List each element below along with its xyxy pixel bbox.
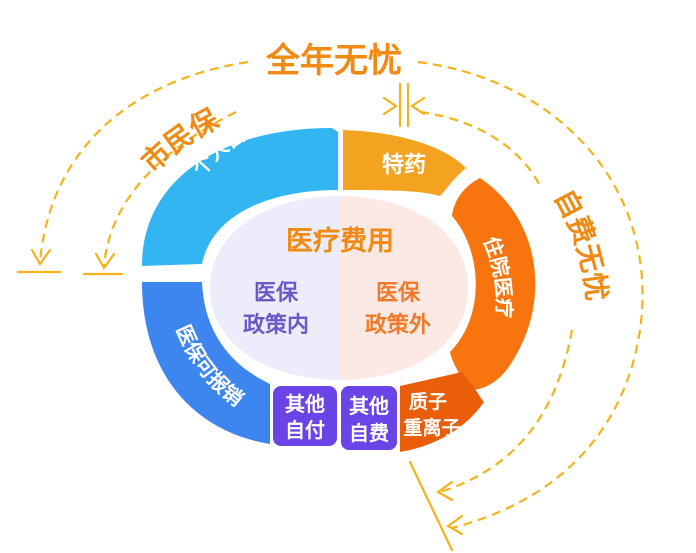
year-round-arc-left	[38, 60, 249, 263]
self-pay-arc-lower	[439, 329, 574, 494]
segment-personal-self-pay	[142, 128, 338, 266]
bottom-diagonal-line	[408, 460, 454, 552]
arrow-marks	[16, 82, 464, 552]
other-self-pay-label-2: 自付	[285, 418, 325, 442]
year-round-label: 全年无忧	[265, 41, 402, 81]
inside-policy-label-2: 政策内	[243, 312, 309, 338]
special-drugs-label: 特药	[382, 152, 426, 178]
self-pay-free-label: 自费无忧	[548, 184, 614, 303]
outer-dashed-arcs	[38, 60, 644, 530]
outside-policy-label-2: 政策外	[365, 312, 431, 338]
arrow-bottom-inner	[435, 480, 454, 502]
proton-label-1: 质子	[409, 391, 447, 413]
arrow-left-outer	[30, 248, 52, 267]
inner-outside-policy	[340, 196, 468, 380]
city-insurance-arc	[102, 111, 237, 267]
arrow-top-left	[382, 96, 398, 116]
self-pay-arc-upper	[419, 110, 541, 187]
outside-policy-label-1: 医保	[376, 281, 421, 306]
segment-other-self-paid	[341, 386, 397, 450]
arrow-top-right	[410, 96, 426, 116]
inside-policy-label-1: 医保	[254, 281, 299, 306]
segment-hospitalization	[450, 178, 536, 390]
segment-other-self-pay	[273, 386, 337, 446]
arrow-left-inner	[94, 252, 116, 271]
year-round-arc-right	[417, 60, 644, 530]
segment-proton-heavy-ion	[400, 372, 484, 452]
other-self-paid-label-1: 其他	[349, 394, 389, 418]
other-self-pay-label-1: 其他	[285, 392, 325, 416]
segment-special-drugs	[343, 130, 466, 196]
inner-inside-policy	[210, 196, 340, 380]
other-self-paid-label-2: 自费	[349, 421, 389, 445]
proton-label-2: 重离子	[403, 416, 460, 439]
arrow-bottom-outer	[445, 514, 464, 536]
segment-reimbursable	[142, 282, 270, 444]
center-title: 医疗费用	[286, 225, 394, 257]
